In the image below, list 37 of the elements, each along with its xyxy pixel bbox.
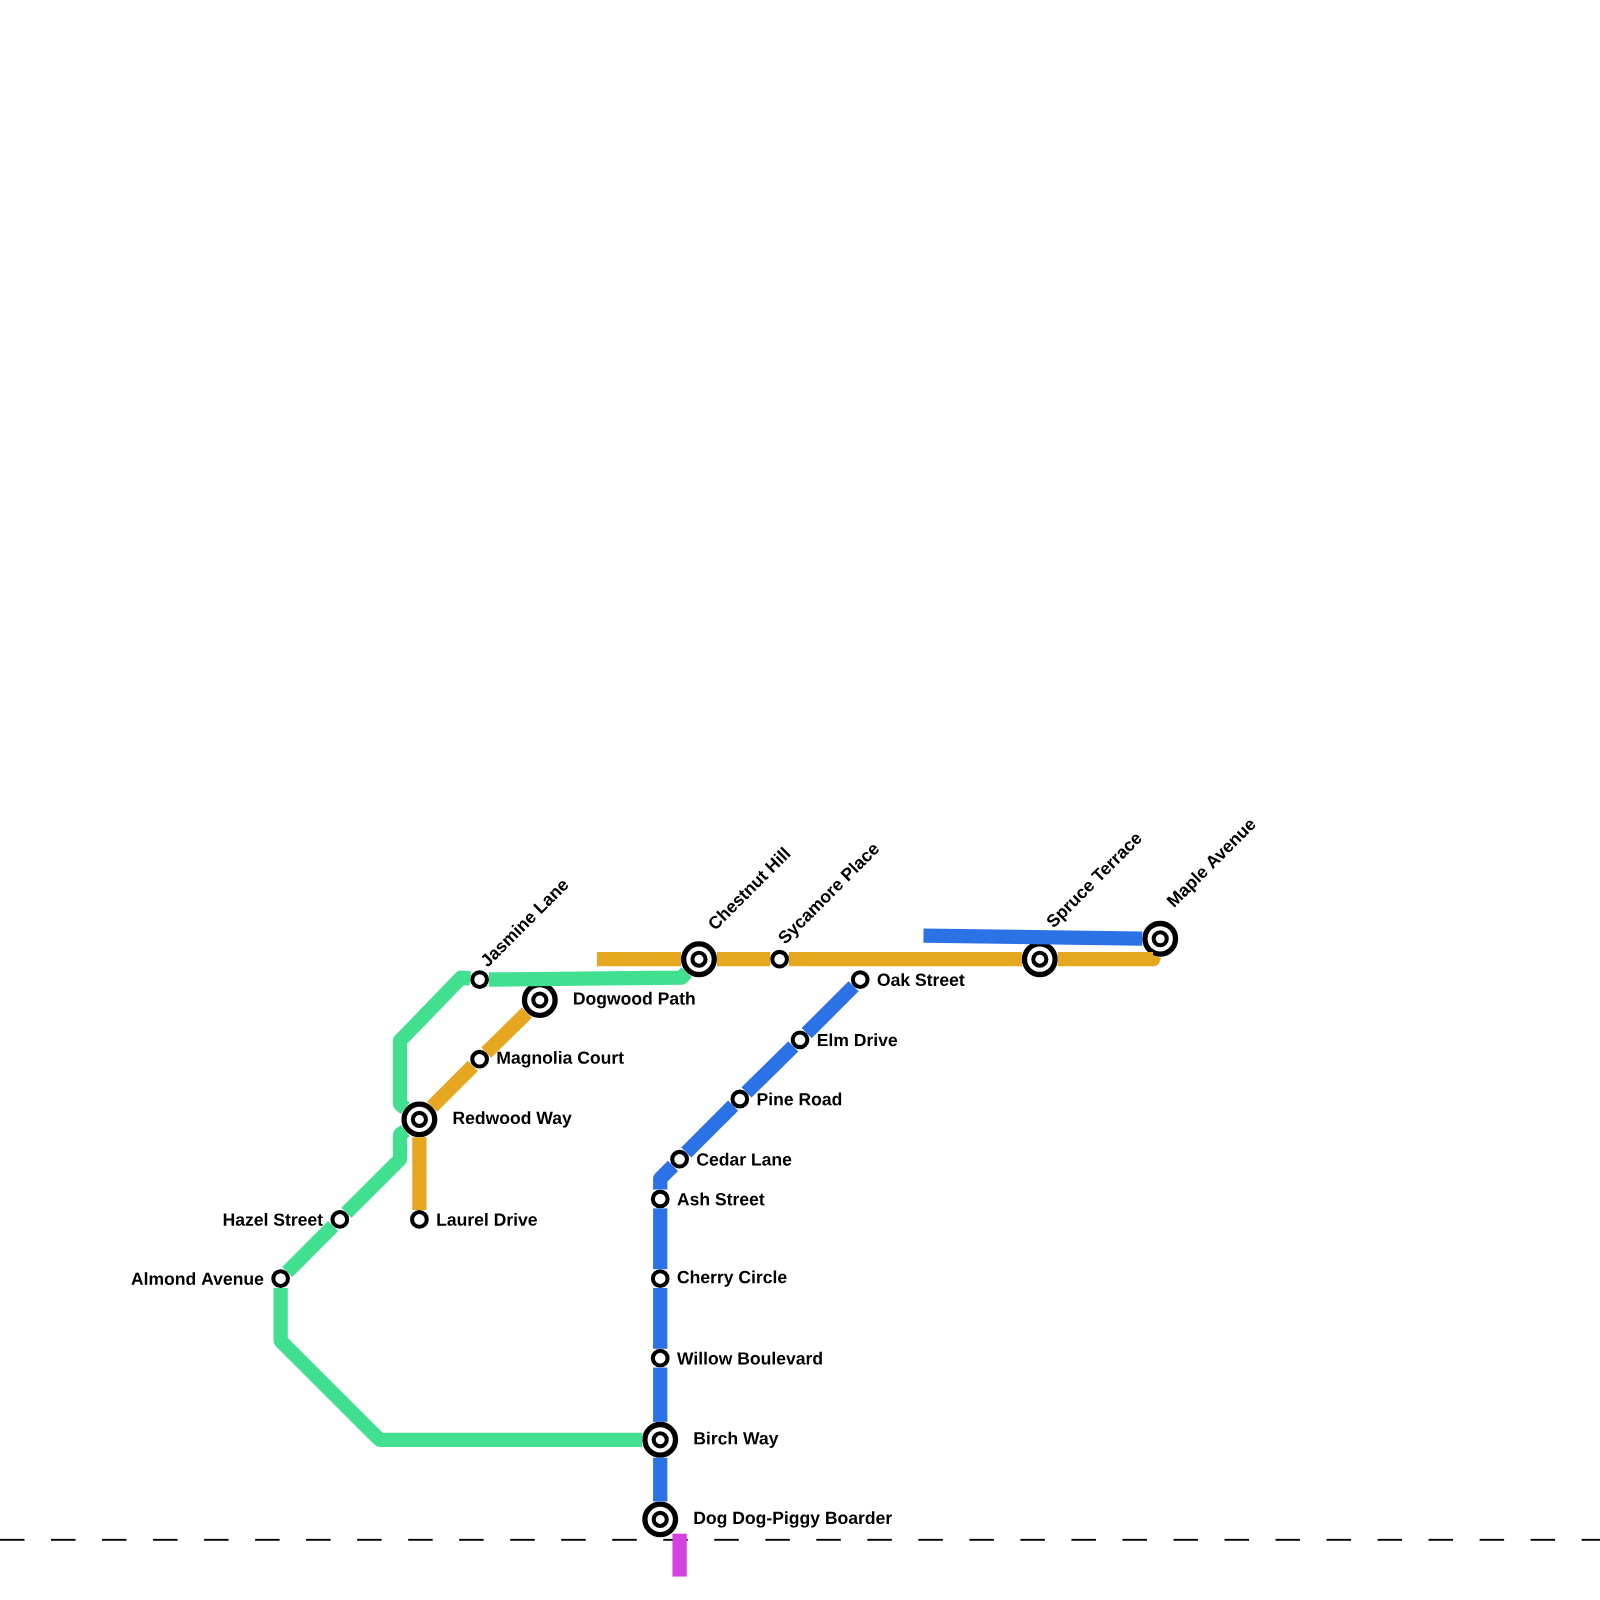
track-line — [681, 1100, 739, 1158]
track-line — [653, 1208, 668, 1270]
track-line — [341, 1124, 410, 1218]
track-line — [392, 970, 472, 1114]
station-name: Hazel Street — [223, 1212, 323, 1226]
track-line — [923, 928, 1143, 946]
track-line — [716, 952, 771, 967]
track-line — [672, 1533, 687, 1577]
track-line — [1057, 951, 1162, 967]
station-name: Cedar Lane — [697, 1152, 792, 1166]
track-line — [789, 952, 1022, 967]
station-name: Dogwood Path — [574, 991, 695, 1009]
track-line — [741, 1041, 799, 1098]
station-name: Magnolia Court — [497, 1051, 624, 1068]
station-name: Cherry Circle — [677, 1270, 787, 1287]
station-name: Pine Road — [757, 1092, 842, 1106]
station-name: Elm Drive — [817, 1033, 898, 1047]
track-line — [801, 981, 859, 1039]
track-line — [596, 952, 682, 967]
track-line — [273, 1288, 643, 1447]
station-name: Laurel Drive — [437, 1212, 537, 1226]
station-name: Ash Street — [677, 1192, 765, 1206]
station-name: Birch Way — [694, 1431, 779, 1448]
station-name: Dog Dog-Piggy Boarder — [694, 1511, 892, 1528]
station-name: Willow Boulevard — [677, 1351, 822, 1365]
track-line — [481, 1007, 532, 1058]
track-line — [653, 1367, 668, 1422]
track-line — [427, 1060, 478, 1112]
track-line — [412, 1137, 427, 1210]
track-line — [282, 1221, 339, 1277]
track-line — [653, 1160, 678, 1190]
station-name: Oak Street — [877, 973, 965, 987]
station-name: Redwood Way — [453, 1111, 572, 1128]
station-name: Almond Avenue — [131, 1272, 264, 1285]
track-line — [653, 1457, 668, 1502]
track-line — [488, 967, 692, 987]
track-line — [653, 1288, 668, 1349]
